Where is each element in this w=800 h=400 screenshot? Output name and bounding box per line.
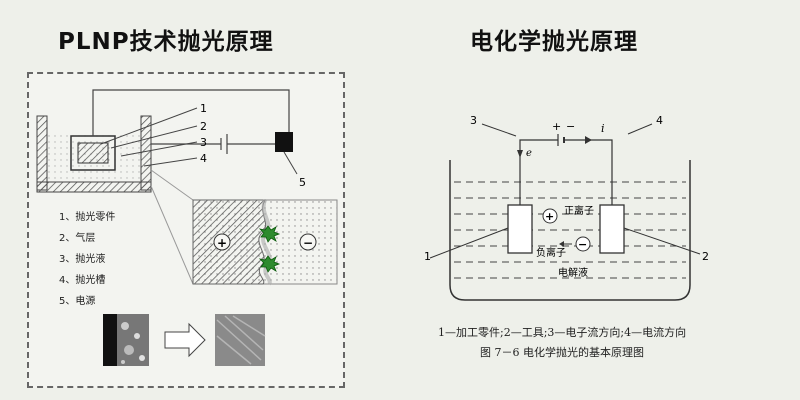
anion-label: 负离子 bbox=[536, 246, 566, 259]
cathode-minus-sign: − bbox=[303, 236, 313, 250]
arrow-right-icon bbox=[165, 324, 205, 356]
legend-item: 2、气层 bbox=[59, 231, 95, 244]
legend: 1、抛光零件 2、气层 3、抛光液 4、抛光槽 5、电源 bbox=[59, 210, 115, 307]
current-arrow-icon bbox=[585, 136, 592, 144]
right-title: 电化学抛光原理 bbox=[470, 22, 638, 56]
figure-caption: 图 7－6 电化学抛光的基本原理图 bbox=[480, 344, 644, 360]
callout-3: 3 bbox=[200, 136, 207, 149]
legend-item: 4、抛光槽 bbox=[59, 273, 105, 286]
micrograph-before bbox=[103, 314, 149, 366]
legend-item: 1、抛光零件 bbox=[59, 210, 115, 223]
cation-sign: + bbox=[545, 210, 554, 223]
electrolytic-tank bbox=[450, 160, 690, 300]
callout-2: 2 bbox=[702, 250, 709, 263]
electron-label: e bbox=[526, 148, 532, 159]
wire-top bbox=[93, 90, 289, 136]
micrograph-after bbox=[215, 314, 265, 366]
tank-bottom bbox=[37, 182, 151, 192]
magnified-view bbox=[193, 200, 337, 284]
legend-item: 5、电源 bbox=[59, 294, 95, 307]
plnp-diagram: 1 2 3 4 5 + − 1、抛光零件 2、气层 3、抛光液 4、抛光槽 5、… bbox=[29, 74, 345, 388]
workpiece-electrode bbox=[508, 205, 532, 253]
callout-1: 1 bbox=[424, 250, 431, 263]
electrochemical-diagram: + − e i 3 4 1 2 + 正离子 负离子 − 电解液 bbox=[420, 100, 720, 315]
callout-4: 4 bbox=[656, 114, 663, 127]
electrolyte-label: 电解液 bbox=[558, 266, 588, 279]
callout-line-1 bbox=[430, 228, 508, 258]
callout-5: 5 bbox=[299, 176, 306, 189]
callout-1: 1 bbox=[200, 102, 207, 115]
callout-4: 4 bbox=[200, 152, 207, 165]
cation-label: 正离子 bbox=[564, 204, 594, 217]
plnp-diagram-panel: 1 2 3 4 5 + − 1、抛光零件 2、气层 3、抛光液 4、抛光槽 5、… bbox=[27, 72, 345, 388]
callout-2: 2 bbox=[200, 120, 207, 133]
battery-plus-sign: + bbox=[552, 120, 561, 133]
tank-left-wall bbox=[37, 116, 47, 190]
power-source bbox=[275, 132, 293, 152]
callout-line-4 bbox=[628, 124, 652, 134]
callout-line-3 bbox=[482, 124, 516, 136]
anion-arrow-head-icon bbox=[559, 241, 564, 247]
figure-legend-caption: 1—加工零件;2—工具;3—电子流方向;4—电流方向 bbox=[438, 324, 686, 340]
polishing-part bbox=[78, 143, 108, 163]
current-label: i bbox=[601, 122, 605, 135]
zoom-line-bottom bbox=[151, 186, 193, 284]
zoom-line-top bbox=[151, 170, 193, 200]
electron-arrow-icon bbox=[517, 150, 523, 158]
callout-line-2 bbox=[624, 228, 700, 254]
tool-electrode bbox=[600, 205, 624, 253]
legend-item: 3、抛光液 bbox=[59, 252, 105, 265]
left-title: PLNP技术抛光原理 bbox=[58, 22, 274, 56]
electrolyte-lines bbox=[454, 182, 686, 278]
callout-3: 3 bbox=[470, 114, 477, 127]
anion-sign: − bbox=[578, 238, 587, 251]
callout-line-4 bbox=[144, 158, 197, 166]
battery-minus-sign: − bbox=[566, 120, 575, 133]
anode-plus-sign: + bbox=[217, 236, 227, 250]
callout-line-5 bbox=[284, 152, 297, 174]
wire-cathode bbox=[564, 140, 612, 205]
